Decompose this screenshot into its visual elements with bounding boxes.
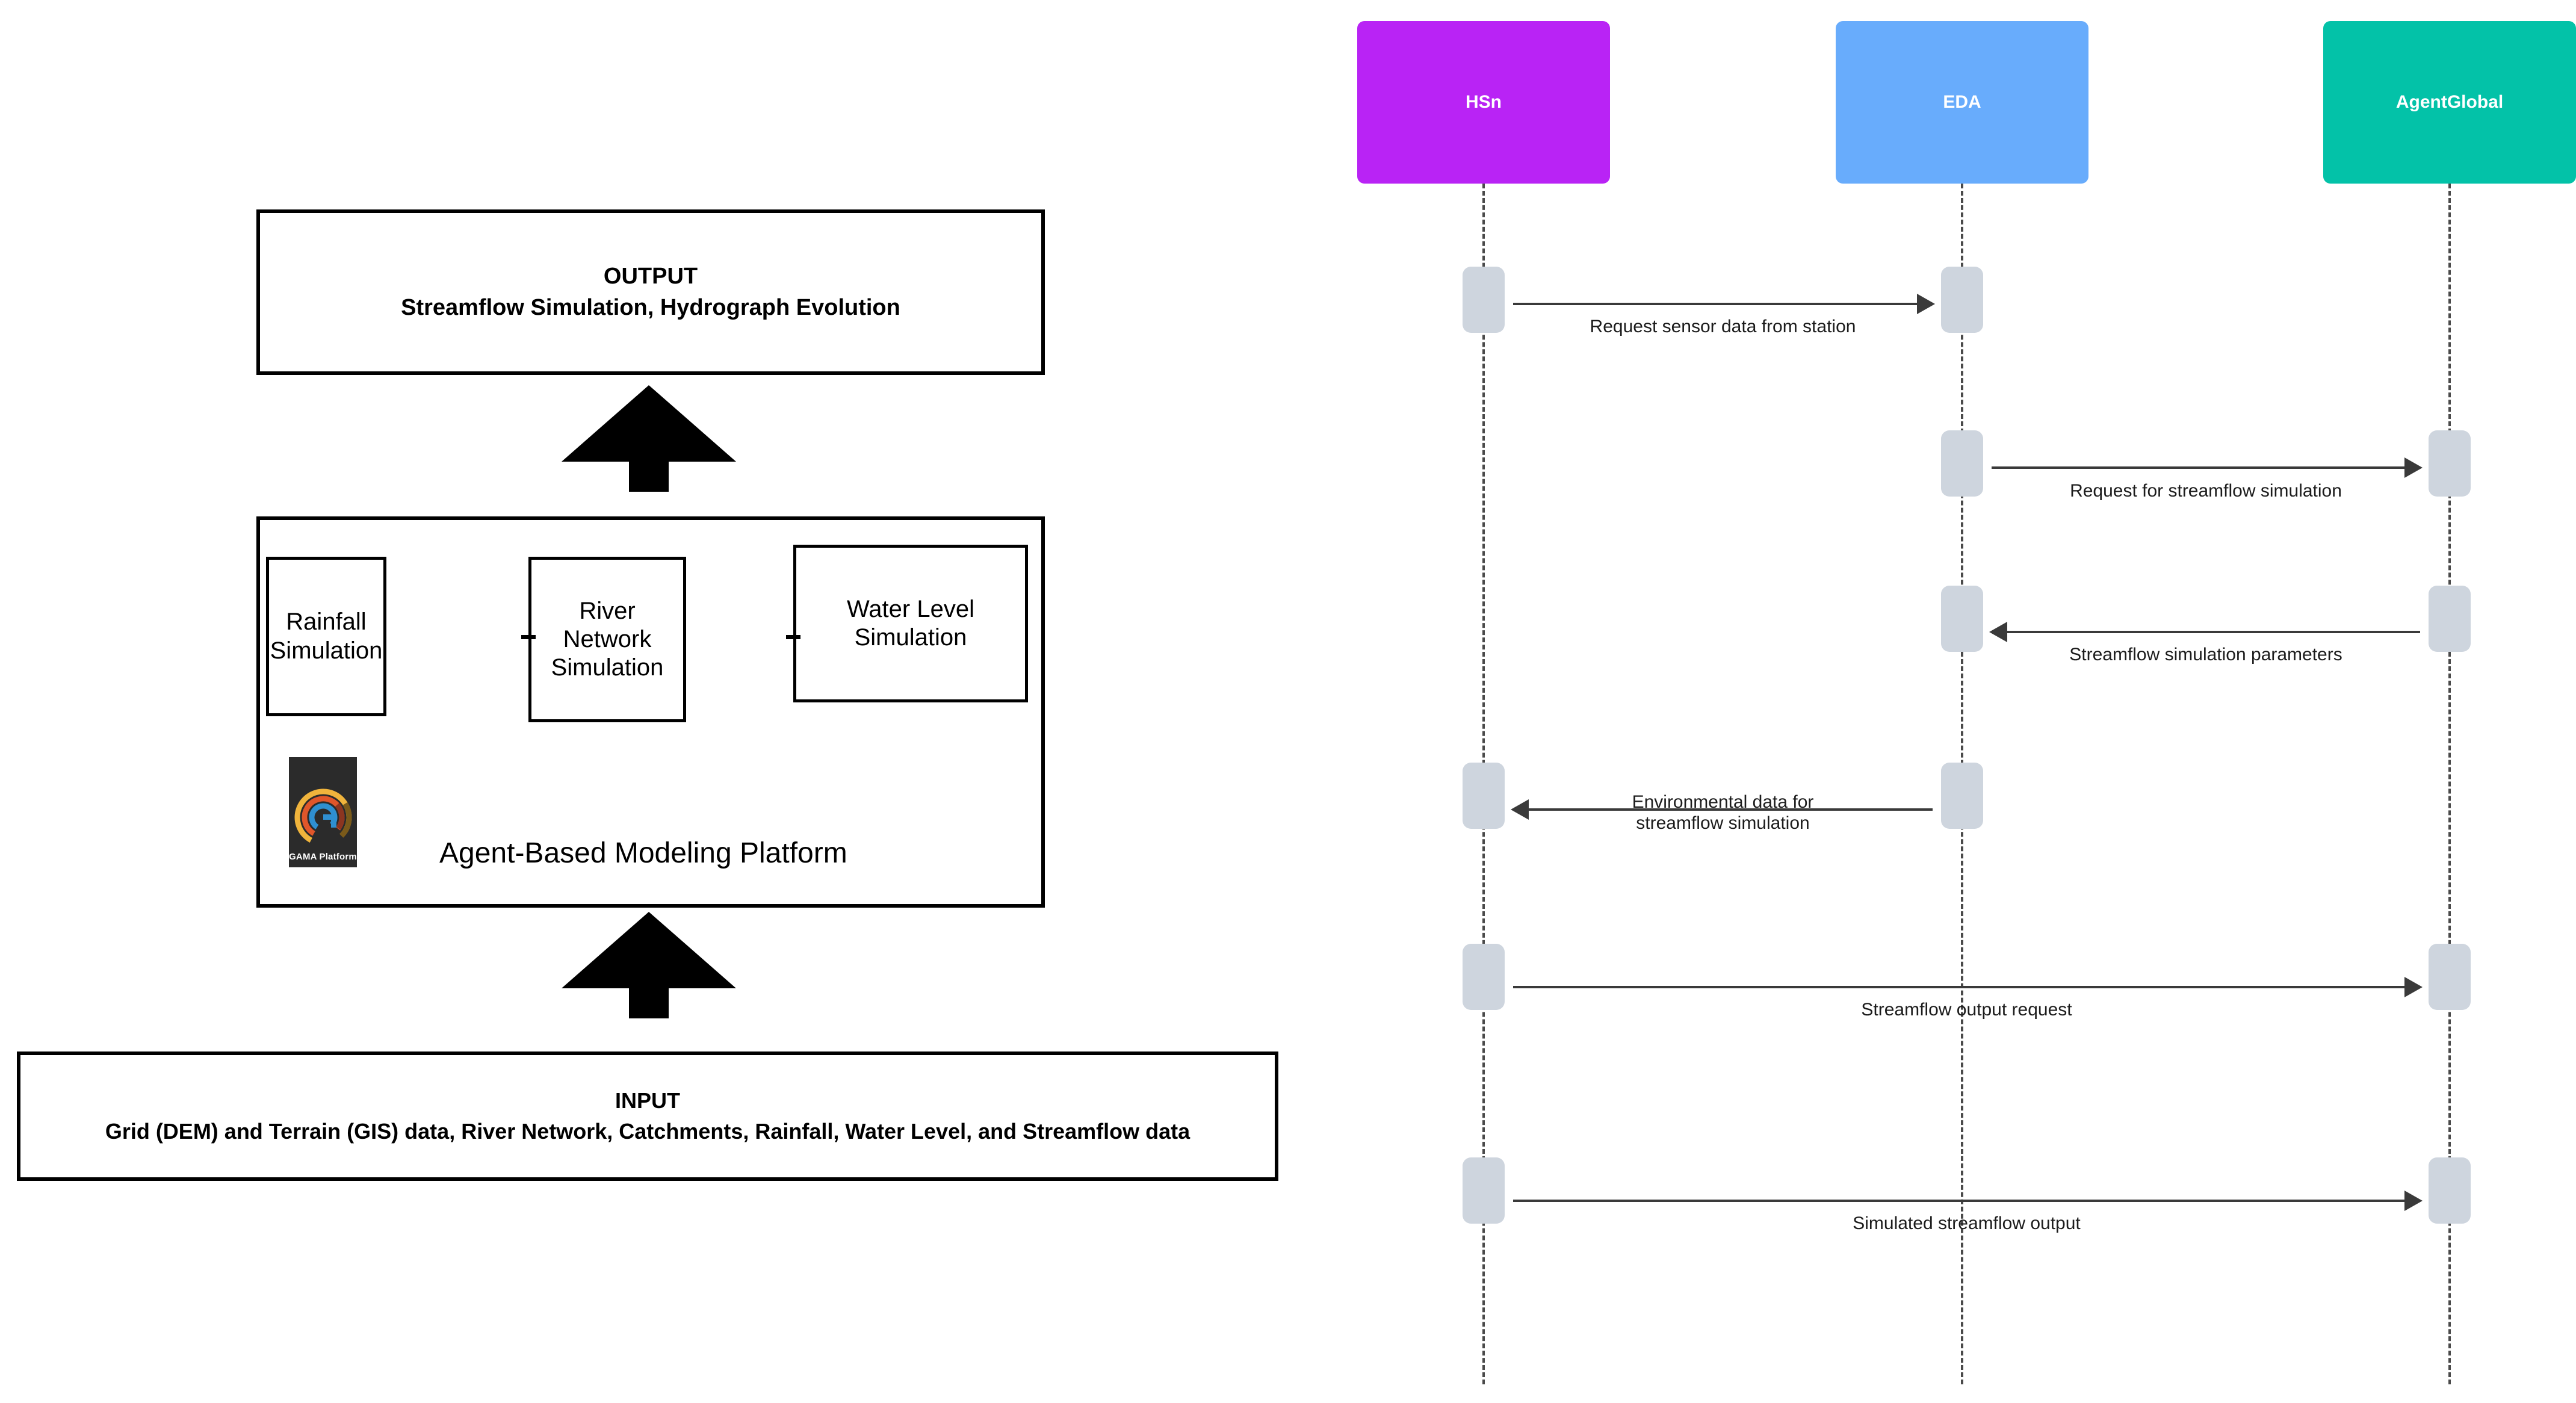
activation-bar-eda [1941,763,1983,829]
activation-bar-agentglobal [2429,430,2471,497]
gama-platform-logo-label: GAMA Platform [289,852,357,862]
platform-title-label: Agent-Based Modeling Platform [439,837,847,869]
module-river-network-simulation-label: River Network Simulation [551,597,664,681]
input-box-subtitle: Grid (DEM) and Terrain (GIS) data, River… [105,1118,1190,1144]
message-line-2 [1992,466,2420,469]
message-arrowhead-3 [1989,622,2007,642]
output-box: OUTPUT Streamflow Simulation, Hydrograph… [256,209,1045,375]
activation-bar-agentglobal [2429,944,2471,1010]
lifeline-header-label: AgentGlobal [2395,92,2504,112]
message-line-1 [1513,303,1933,305]
message-label-5: Streamflow output request [1861,1000,2072,1020]
message-line-6 [1513,1200,2420,1202]
message-arrowhead-1 [1917,294,1935,314]
activation-bar-hsn [1463,763,1505,829]
module-rainfall-simulation-label: Rainfall Simulation [270,609,383,664]
arrow-stem [629,988,669,1018]
activation-bar-eda [1941,267,1983,333]
message-line-3 [1992,631,2420,633]
message-arrowhead-2 [2404,457,2423,478]
activation-bar-agentglobal [2429,1157,2471,1224]
flow-arrow-platform-to-output-icon [562,385,736,494]
message-label-4: Environmental data for streamflow simula… [1632,792,1814,834]
flow-arrow-input-to-platform-icon [562,912,736,1020]
lifeline-header-eda[interactable]: EDA [1836,21,2088,184]
module-water-level-simulation-label: Water Level Simulation [847,595,974,651]
architecture-diagram-panel: OUTPUT Streamflow Simulation, Hydrograph… [17,209,1278,1181]
lifeline-header-label: EDA [1943,92,1981,112]
module-water-level-simulation: Water Level Simulation [793,545,1028,702]
activation-bar-hsn [1463,944,1505,1010]
activation-bar-hsn [1463,1157,1505,1224]
lifeline-header-agentglobal[interactable]: AgentGlobal [2323,21,2576,184]
arrow-head [562,385,736,462]
lifeline-header-hsn[interactable]: HSn [1357,21,1610,184]
module-rainfall-simulation: Rainfall Simulation [266,557,386,716]
activation-bar-eda [1941,430,1983,497]
message-label-3: Streamflow simulation parameters [2069,645,2342,664]
module-connector-line [786,635,800,639]
input-box: INPUT Grid (DEM) and Terrain (GIS) data,… [17,1051,1278,1181]
message-arrowhead-4 [1511,799,1529,820]
activation-bar-eda [1941,586,1983,652]
message-label-2: Request for streamflow simulation [2070,481,2342,501]
lifeline-agentglobal [2448,184,2451,1384]
module-river-network-simulation: River Network Simulation [528,557,686,722]
message-line-4 [1513,808,1933,811]
gama-platform-logo-icon: GAMA Platform [289,757,357,867]
module-connector-line [521,635,536,639]
gama-rings-icon [294,788,351,846]
activation-bar-agentglobal [2429,586,2471,652]
message-line-5 [1513,986,2420,988]
message-label-6: Simulated streamflow output [1853,1213,2081,1233]
output-box-title: OUTPUT [603,264,698,290]
output-box-subtitle: Streamflow Simulation, Hydrograph Evolut… [401,294,900,320]
message-arrowhead-6 [2404,1191,2423,1211]
message-label-1: Request sensor data from station [1590,317,1856,336]
activation-bar-hsn [1463,267,1505,333]
arrow-head [562,912,736,988]
arrow-stem [629,462,669,492]
input-box-title: INPUT [615,1088,680,1113]
lifeline-header-label: HSn [1466,92,1502,112]
message-arrowhead-5 [2404,977,2423,997]
